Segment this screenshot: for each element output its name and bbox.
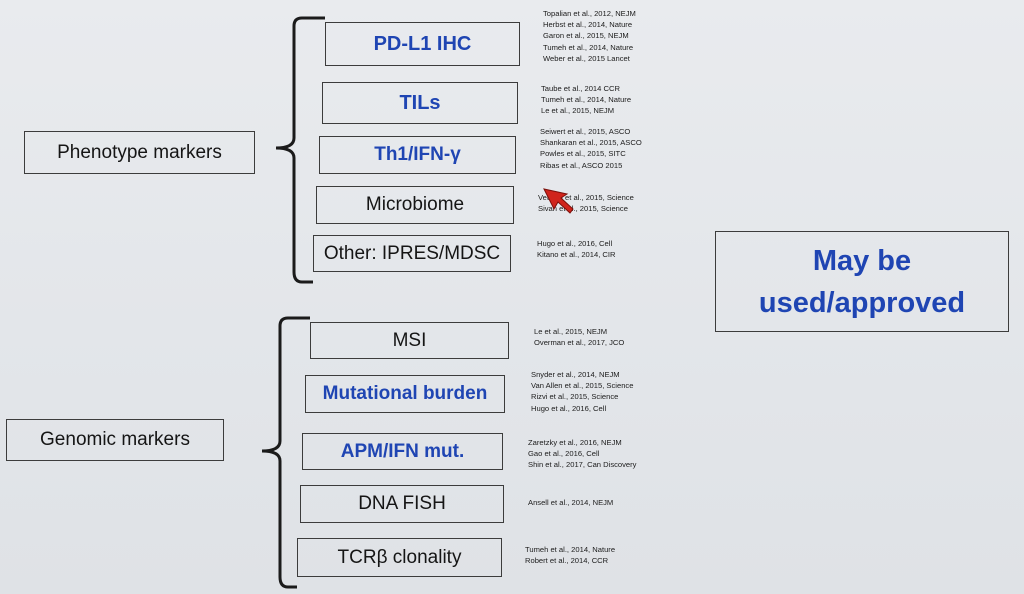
tcr-clonality-box: TCRβ clonality: [297, 538, 502, 577]
reference: Van Allen et al., 2015, Science: [531, 381, 634, 391]
reference: Garon et al., 2015, NEJM: [543, 31, 629, 41]
reference: Weber et al., 2015 Lancet: [543, 53, 630, 63]
mutational-burden-box: Mutational burden: [305, 375, 505, 413]
phenotype-bracket: [275, 16, 325, 284]
reference: Kitano et al., 2014, CIR: [537, 250, 616, 260]
reference: Taube et al., 2014 CCR: [541, 84, 620, 93]
reference: Zaretzky et al., 2016, NEJM: [528, 438, 622, 447]
mutational-burden-refs: Snyder et al., 2014, NEJM Van Allen et a…: [531, 369, 633, 414]
reference: Le et al., 2015, NEJM: [541, 106, 615, 116]
reference: Overman et al., 2017, JCO: [534, 338, 625, 348]
reference: Gao et al., 2016, Cell: [528, 449, 600, 459]
th1-ifn-box: Th1/IFN-γ: [319, 136, 516, 174]
reference: Rizvi et al., 2015, Science: [531, 392, 619, 402]
reference: Seiwert et al., 2015, ASCO: [540, 127, 631, 136]
tils-refs: Taube et al., 2014 CCR Tumeh et al., 201…: [541, 83, 631, 117]
tcr-clonality-refs: Tumeh et al., 2014, Nature Robert et al.…: [525, 544, 615, 566]
callout-line-2: used/approved: [758, 286, 966, 319]
reference: Tumeh et al., 2014, Nature: [543, 42, 634, 52]
reference: Snyder et al., 2014, NEJM: [531, 370, 620, 379]
apm-ifn-mut-box: APM/IFN mut.: [302, 433, 503, 470]
reference: Tumeh et al., 2014, Nature: [541, 95, 632, 105]
reference: Topalian et al., 2012, NEJM: [543, 9, 636, 18]
pdl1-ihc-refs: Topalian et al., 2012, NEJM Herbst et al…: [543, 8, 636, 64]
reference: Hugo et al., 2016, Cell: [531, 403, 607, 413]
dna-fish-box: DNA FISH: [300, 485, 504, 523]
reference: Shin et al., 2017, Can Discovery: [528, 460, 637, 470]
callout-line-1: May be: [812, 244, 912, 277]
reference: Hugo et al., 2016, Cell: [537, 239, 613, 248]
reference: Vetizou et al., 2015, Science: [538, 193, 634, 202]
msi-box: MSI: [310, 322, 509, 359]
apm-ifn-refs: Zaretzky et al., 2016, NEJM Gao et al., …: [528, 437, 636, 471]
reference: Sivan et al., 2015, Science: [538, 204, 628, 214]
genomic-bracket: [261, 316, 310, 589]
reference: Ribas et al., ASCO 2015: [540, 160, 623, 170]
reference: Robert et al., 2014, CCR: [525, 556, 609, 566]
reference: Le et al., 2015, NEJM: [534, 327, 608, 336]
pdl1-ihc-box: PD-L1 IHC: [325, 22, 520, 66]
dna-fish-refs: Ansell et al., 2014, NEJM: [528, 497, 613, 508]
reference: Tumeh et al., 2014, Nature: [525, 545, 616, 554]
tils-box: TILs: [322, 82, 518, 124]
other-ipres-mdsc-box: Other: IPRES/MDSC: [313, 235, 511, 272]
microbiome-box: Microbiome: [316, 186, 514, 224]
pointer-arrow-icon: [543, 188, 574, 214]
microbiome-refs: Vetizou et al., 2015, Science Sivan et a…: [538, 192, 634, 214]
may-be-used-approved-callout: May be used/approved: [715, 231, 1009, 332]
reference: Ansell et al., 2014, NEJM: [528, 498, 614, 507]
reference: Shankaran et al., 2015, ASCO: [540, 138, 642, 148]
genomic-markers-box: Genomic markers: [6, 419, 224, 461]
phenotype-markers-box: Phenotype markers: [24, 131, 255, 174]
reference: Powles et al., 2015, SITC: [540, 149, 626, 159]
msi-refs: Le et al., 2015, NEJM Overman et al., 20…: [534, 326, 624, 348]
th1-ifn-refs: Seiwert et al., 2015, ASCO Shankaran et …: [540, 126, 642, 171]
other-refs: Hugo et al., 2016, Cell Kitano et al., 2…: [537, 238, 616, 260]
reference: Herbst et al., 2014, Nature: [543, 20, 633, 30]
